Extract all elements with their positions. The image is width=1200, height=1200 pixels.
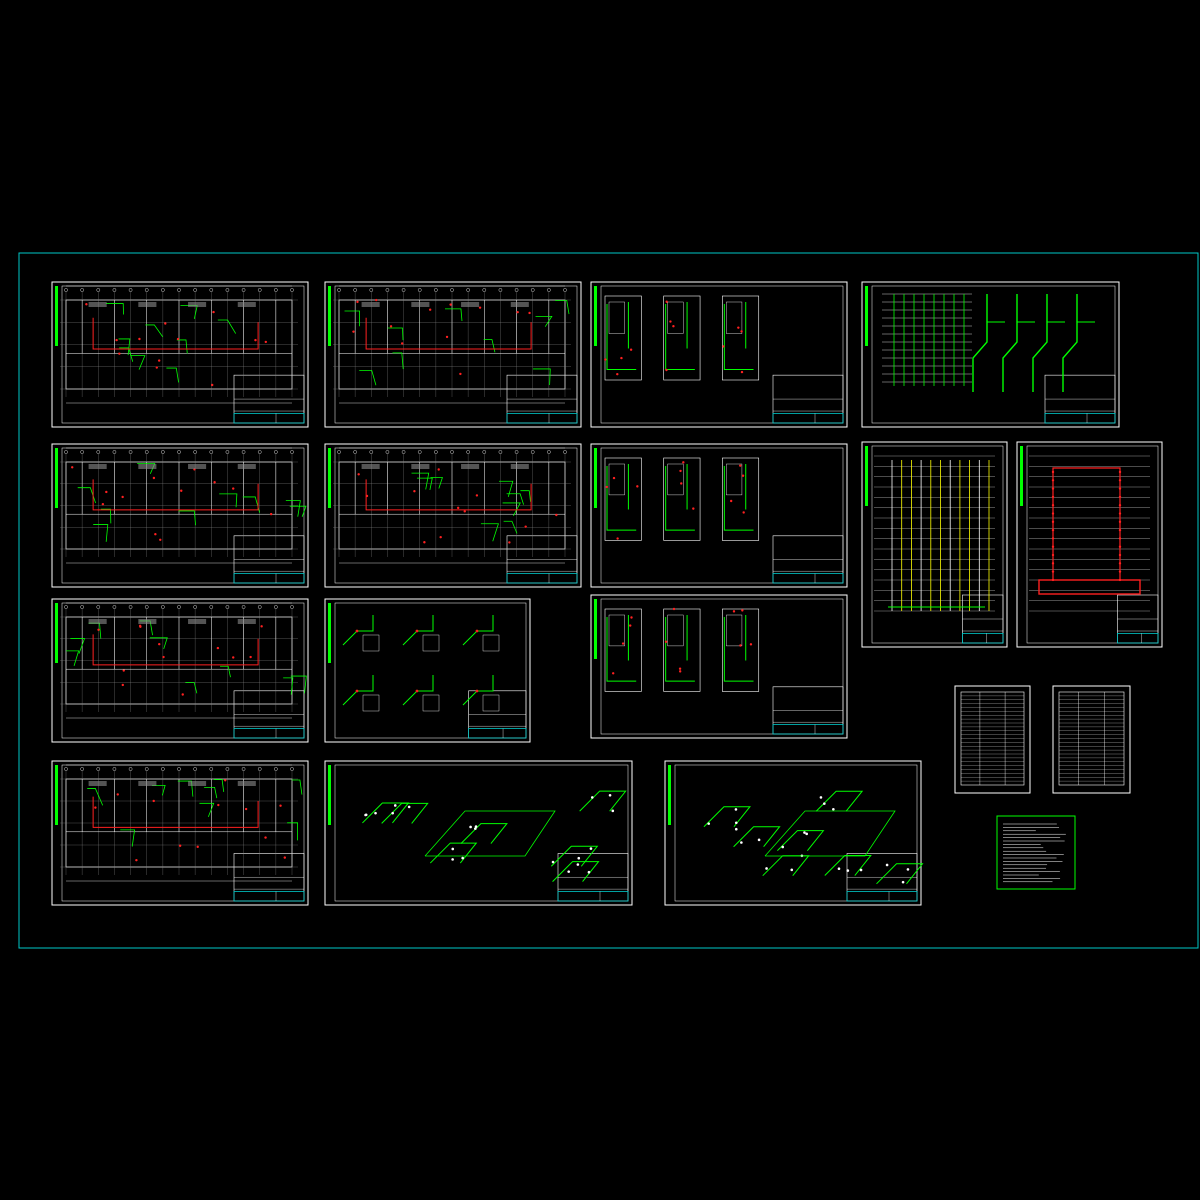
drawing-sheet-s17[interactable] (324, 760, 633, 906)
layout-frame (18, 252, 1199, 949)
drawing-sheet-s6[interactable] (324, 443, 582, 588)
drawing-sheet-s2[interactable] (324, 281, 582, 428)
drawing-sheet-s11[interactable] (324, 598, 531, 743)
drawing-sheet-s16[interactable] (51, 760, 309, 906)
drawing-sheet-s12[interactable] (590, 594, 848, 739)
drawing-sheet-s14[interactable] (1052, 685, 1131, 794)
drawing-sheet-s3[interactable] (590, 281, 848, 428)
drawing-sheet-s5[interactable] (51, 443, 309, 588)
drawing-sheet-s7[interactable] (590, 443, 848, 588)
drawing-sheet-s10[interactable] (51, 598, 309, 743)
drawing-sheet-s4[interactable] (861, 281, 1120, 428)
drawing-sheet-s13[interactable] (954, 685, 1031, 794)
drawing-sheet-s8[interactable] (861, 441, 1008, 648)
drawing-sheet-s15[interactable] (996, 815, 1076, 890)
sheets-layer (51, 281, 1163, 906)
drawing-sheet-s9[interactable] (1016, 441, 1163, 648)
drawing-sheet-s18[interactable] (664, 760, 924, 906)
drawing-sheet-s1[interactable] (51, 281, 309, 428)
